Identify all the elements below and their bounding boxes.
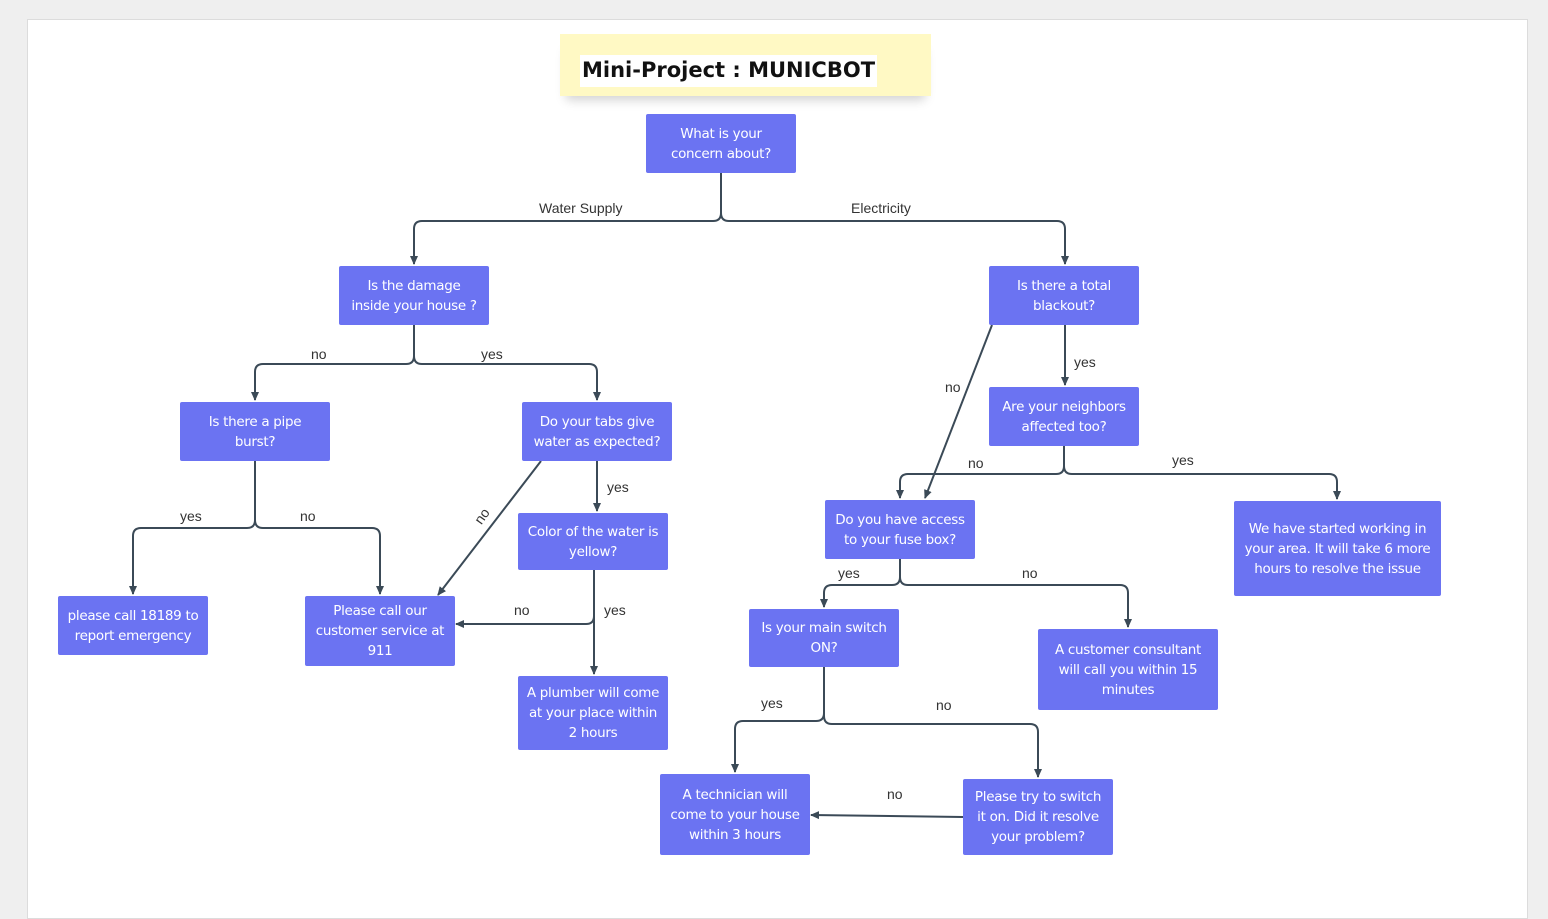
node-technician[interactable]: A technician will come to your house wit… bbox=[660, 774, 810, 855]
node-started-working[interactable]: We have started working in your area. It… bbox=[1234, 501, 1441, 596]
edge-label-fuse-yes: yes bbox=[836, 565, 862, 581]
node-label: Is your main switch ON? bbox=[761, 620, 887, 656]
node-label: We have started working in your area. It… bbox=[1244, 520, 1431, 577]
edge-label-try-no: no bbox=[885, 786, 905, 802]
node-tabs-water[interactable]: Do your tabs give water as expected? bbox=[522, 402, 672, 461]
page-title: Mini-Project : MUNICBOT bbox=[580, 55, 878, 87]
edge-label-blackout-no: no bbox=[943, 379, 963, 395]
node-neighbors-affected[interactable]: Are your neighbors affected too? bbox=[989, 387, 1139, 446]
node-label: Are your neighbors affected too? bbox=[1002, 398, 1126, 435]
edge-label-yellow-yes: yes bbox=[602, 602, 628, 618]
node-try-switch[interactable]: Please try to switch it on. Did it resol… bbox=[963, 779, 1113, 855]
node-pipe-burst[interactable]: Is there a pipe burst? bbox=[180, 402, 330, 461]
node-customer-service[interactable]: Please call our customer service at 911 bbox=[305, 596, 455, 666]
edge-label-yellow-no: no bbox=[512, 602, 532, 618]
node-label: A technician will come to your house wit… bbox=[670, 786, 800, 843]
edge-label-pipe-yes: yes bbox=[178, 508, 204, 524]
node-total-blackout[interactable]: Is there a total blackout? bbox=[989, 266, 1139, 325]
edge-label-water-supply: Water Supply bbox=[537, 200, 625, 216]
edge-label-neighbors-yes: yes bbox=[1170, 452, 1196, 468]
node-main-switch[interactable]: Is your main switch ON? bbox=[749, 609, 899, 667]
node-label: Is there a total blackout? bbox=[1017, 277, 1111, 314]
node-fuse-box[interactable]: Do you have access to your fuse box? bbox=[825, 500, 975, 559]
node-label: please call 18189 to report emergency bbox=[67, 607, 199, 644]
node-plumber[interactable]: A plumber will come at your place within… bbox=[518, 676, 668, 750]
node-root-question[interactable]: What is your concern about? bbox=[646, 114, 796, 173]
edge-label-damage-no: no bbox=[309, 346, 329, 362]
node-label: A customer consultant will call you with… bbox=[1054, 641, 1202, 698]
edge-label-fuse-no: no bbox=[1020, 565, 1040, 581]
node-damage-inside[interactable]: Is the damage inside your house ? bbox=[339, 266, 489, 325]
edge-label-neighbors-no: no bbox=[966, 455, 986, 471]
node-label: Color of the water is yellow? bbox=[527, 523, 659, 560]
edge-label-switch-yes: yes bbox=[759, 695, 785, 711]
node-label: What is your concern about? bbox=[670, 125, 772, 162]
node-label: Is the damage inside your house ? bbox=[351, 277, 477, 314]
node-label: Do you have access to your fuse box? bbox=[835, 511, 965, 548]
node-label: Do your tabs give water as expected? bbox=[533, 413, 661, 450]
edge-label-switch-no: no bbox=[934, 697, 954, 713]
node-call-18189[interactable]: please call 18189 to report emergency bbox=[58, 596, 208, 655]
edge-label-electricity: Electricity bbox=[849, 200, 913, 216]
node-label: A plumber will come at your place within… bbox=[526, 685, 660, 741]
node-label: Is there a pipe burst? bbox=[208, 413, 302, 450]
edge-label-blackout-yes: yes bbox=[1072, 354, 1098, 370]
edge-label-pipe-no: no bbox=[298, 508, 318, 524]
node-customer-consultant[interactable]: A customer consultant will call you with… bbox=[1038, 629, 1218, 710]
node-label: Please call our customer service at 911 bbox=[315, 603, 445, 659]
node-water-yellow[interactable]: Color of the water is yellow? bbox=[518, 513, 668, 570]
edge-label-tabs-yes: yes bbox=[605, 479, 631, 495]
node-label: Please try to switch it on. Did it resol… bbox=[974, 789, 1102, 845]
edge-label-damage-yes: yes bbox=[479, 346, 505, 362]
